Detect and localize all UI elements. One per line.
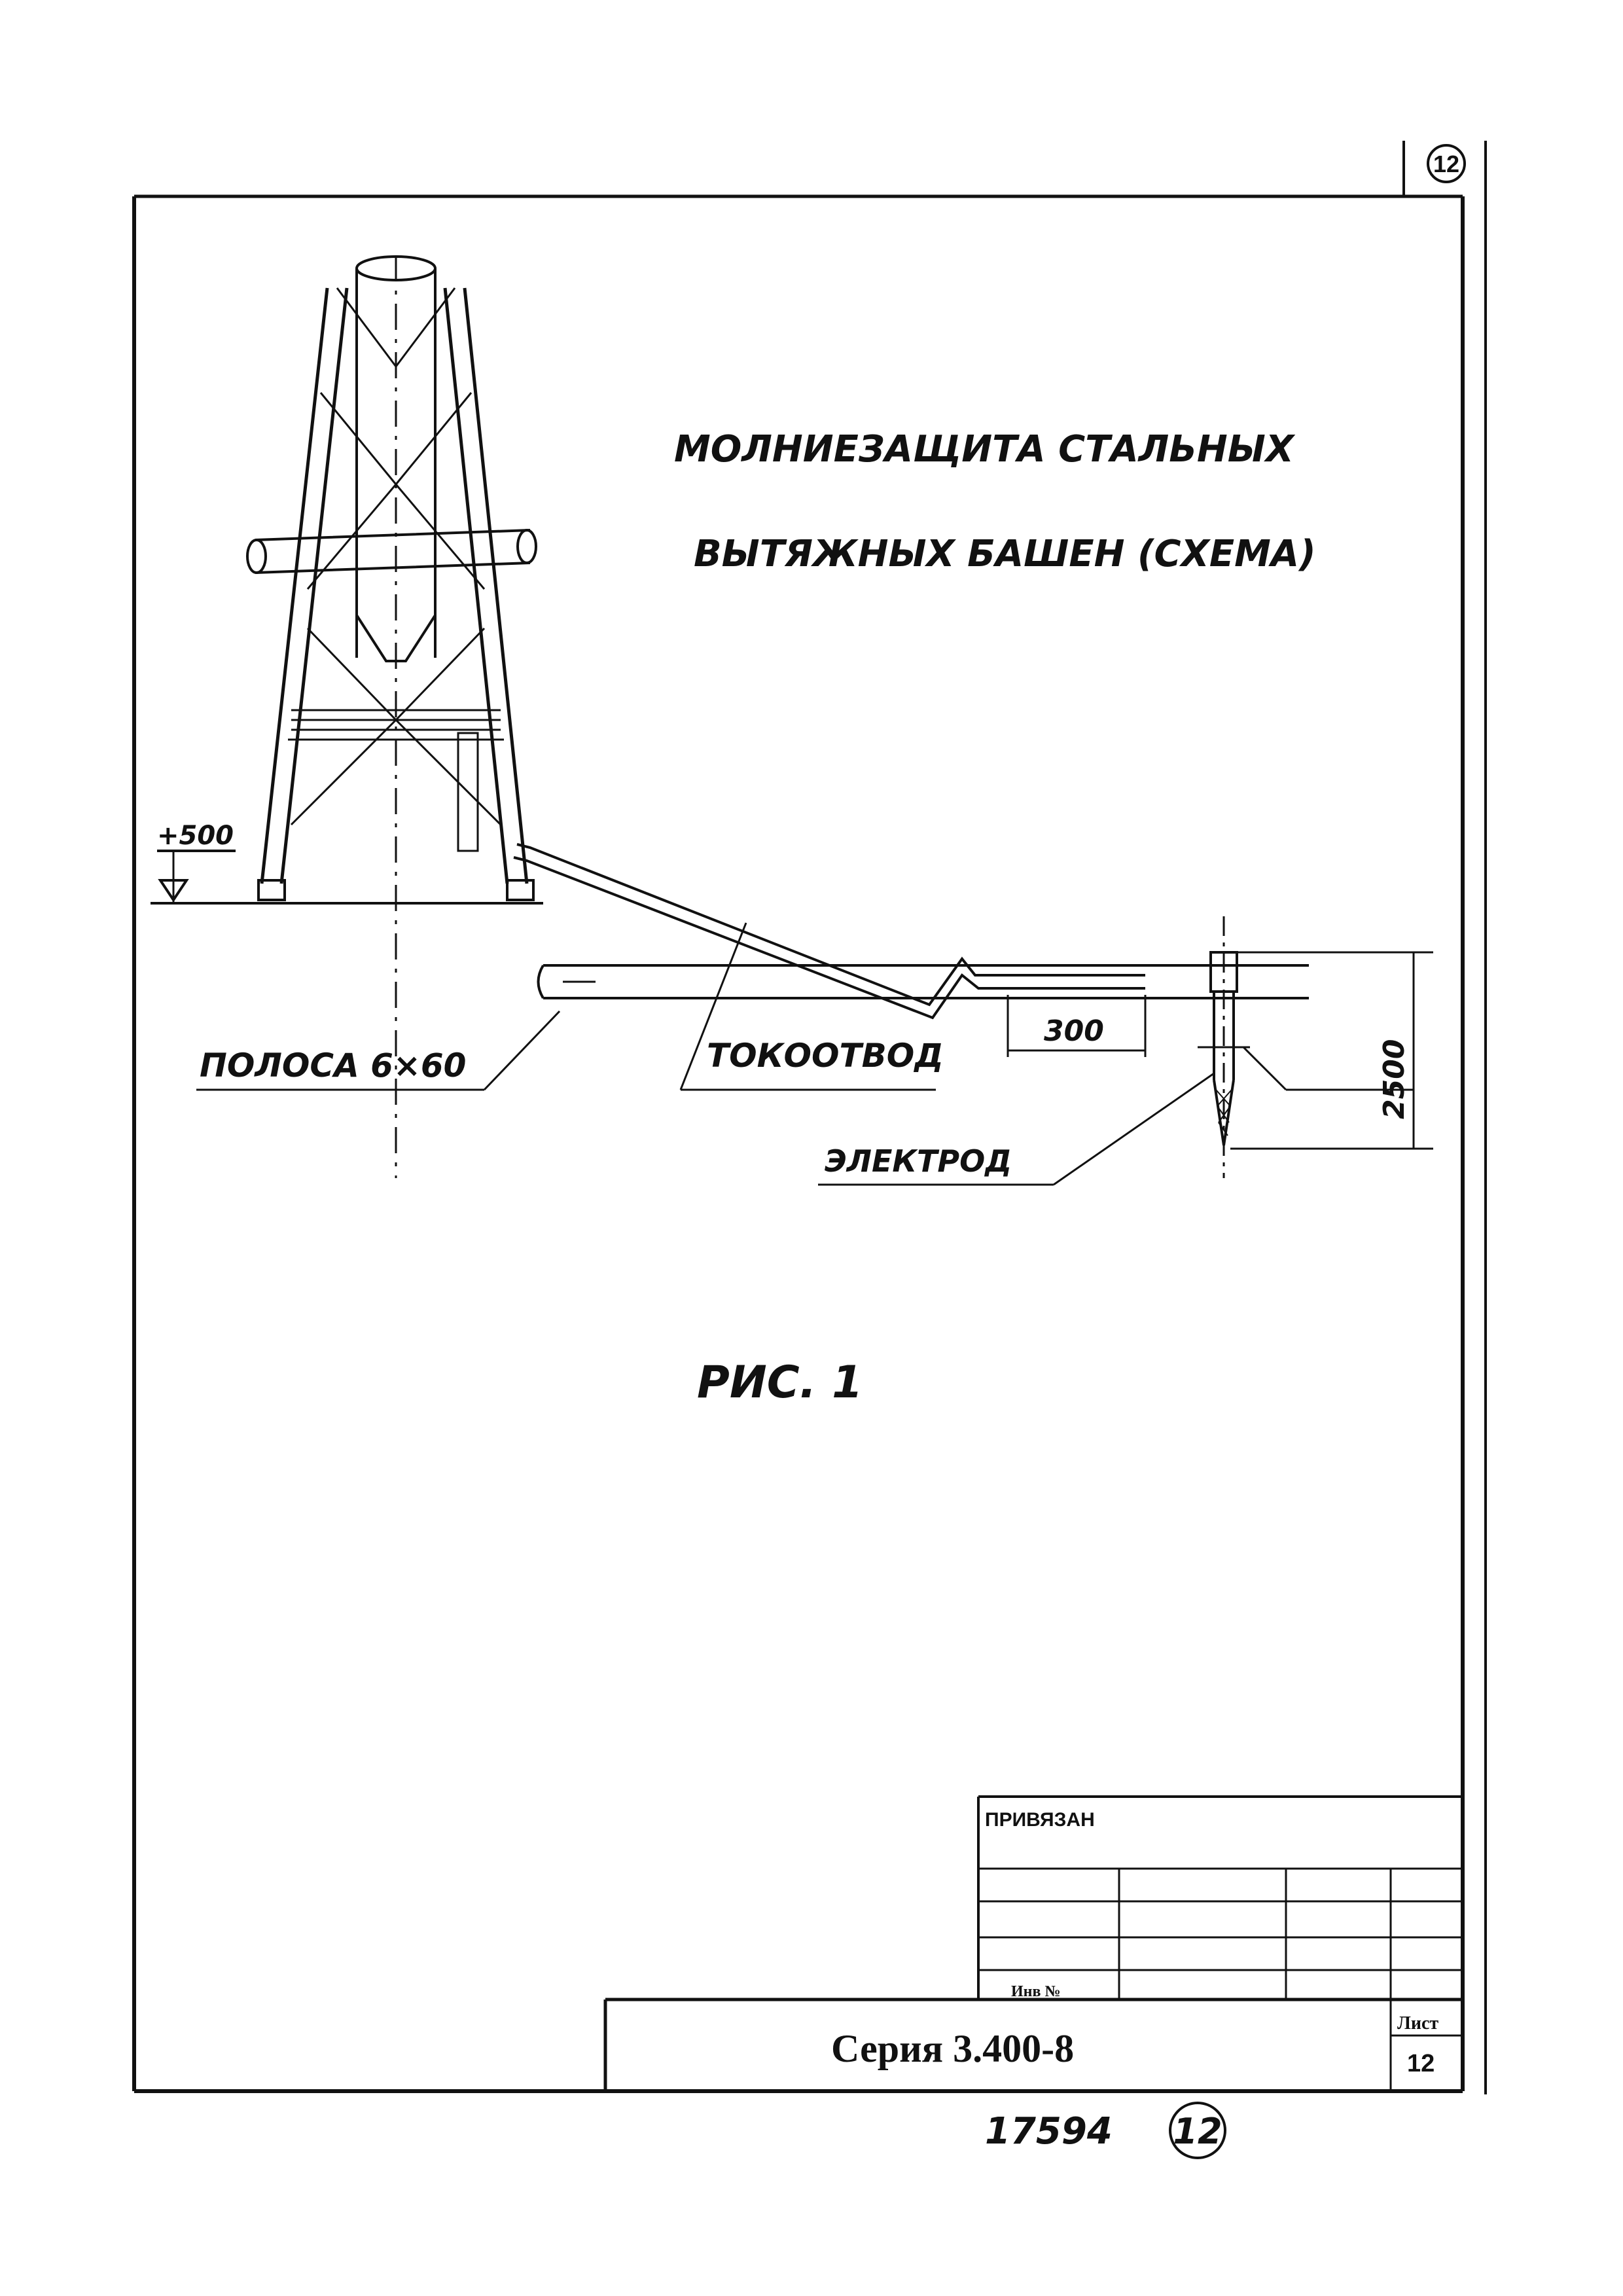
page-circle: 12 (1169, 2102, 1226, 2159)
dimension-300-label: 300 (1044, 1014, 1104, 1048)
dimension-300: 300 (1007, 995, 1147, 1057)
title-line-2: ВЫТЯЖНЫХ БАШЕН (СХЕМА) (694, 533, 1316, 575)
sheet-number: 12 (1407, 2050, 1435, 2077)
title-line-1: МОЛНИЕЗАЩИТА СТАЛЬНЫХ (674, 428, 1296, 471)
tower-drawing (151, 255, 543, 1178)
strip-label: ПОЛОСА 6×60 (200, 1047, 466, 1085)
sheet-frame (132, 141, 1487, 2094)
elevation-label: +500 (157, 821, 234, 851)
inventory-no-label: Инв № (1011, 1983, 1061, 2000)
sheet-badge: 12 (1427, 144, 1466, 183)
series-label: Серия 3.400-8 (831, 2027, 1074, 2070)
bound-label: ПРИВЯЗАН (985, 1809, 1095, 1831)
down-conductor-label: ТОКООТВОД (707, 1037, 944, 1075)
page-circle-number: 12 (1173, 2111, 1222, 2152)
electrode (1198, 916, 1250, 1178)
callouts: ПОЛОСА 6×60 ТОКООТВОД ЭЛЕКТРОД (196, 922, 1414, 1186)
dimension-2500: 2500 (1230, 951, 1433, 1150)
elevation-mark: +500 (157, 821, 236, 903)
down-conductor (513, 843, 1145, 1020)
title-block: ПРИВЯЗАН Инв № Серия 3.400-8 Лист 12 (603, 1795, 1463, 2091)
sheet-badge-number: 12 (1433, 151, 1459, 177)
inventory-number: 17594 (985, 2110, 1113, 2153)
figure-caption: РИС. 1 (697, 1357, 863, 1408)
sheet-label: Лист (1397, 2013, 1438, 2034)
dimension-2500-label: 2500 (1378, 1039, 1411, 1119)
grounding-strip (537, 964, 1309, 999)
electrode-label: ЭЛЕКТРОД (825, 1143, 1012, 1179)
